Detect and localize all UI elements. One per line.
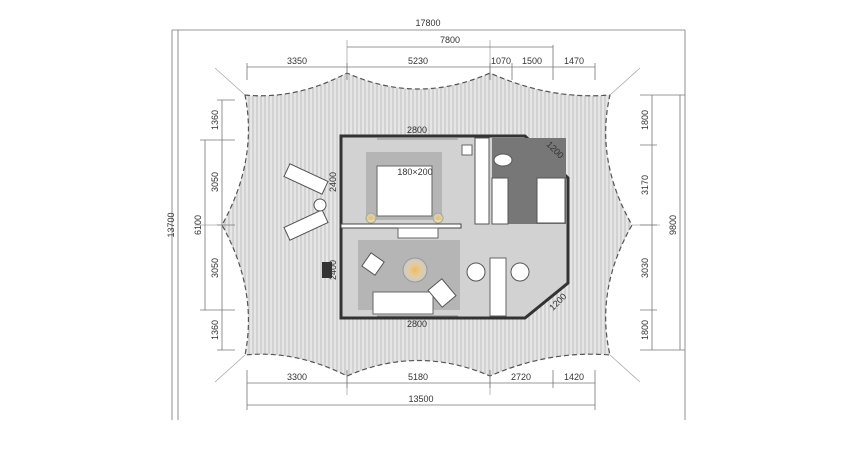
dim-bottom-seg: 5180 [408, 372, 428, 382]
dim-right-seg: 3170 [640, 175, 650, 195]
dim-bottom-seg: 1420 [564, 372, 584, 382]
dim-left-mid: 6100 [193, 215, 203, 235]
dim-left-seg: 3050 [210, 172, 220, 192]
guy-lines [195, 40, 660, 395]
dim-top-seg: 1070 [491, 56, 511, 66]
dim-right-seg: 3030 [640, 258, 650, 278]
dim-bottom-overall: 13500 [408, 394, 433, 404]
bedroom-wall [340, 223, 462, 229]
dim-left-overall: 13700 [166, 212, 176, 237]
floor-lamp [402, 257, 428, 283]
lounge-chair [427, 278, 457, 308]
bed-size-label: 180×200 [397, 167, 432, 177]
dim-left-seg: 1360 [210, 110, 220, 130]
dim-left-seg: 3050 [210, 258, 220, 278]
dim-right-seg: 1800 [640, 110, 650, 130]
dim-top-overall: 17800 [415, 18, 440, 28]
lounge-chairs [283, 163, 329, 241]
wardrobe [474, 137, 490, 225]
counter [489, 257, 507, 317]
dim-top-seg: 1500 [522, 56, 542, 66]
dim-right-overall: 9800 [668, 215, 678, 235]
dim-bottom-seg: 3300 [287, 372, 307, 382]
dim-left-seg: 1360 [210, 320, 220, 340]
dim-right-seg: 1800 [640, 320, 650, 340]
dim-top-seg: 3350 [287, 56, 307, 66]
door-mat [322, 262, 332, 278]
dim-room-bottom: 2800 [407, 319, 427, 329]
dim-room-left-upper: 2400 [328, 172, 338, 192]
shower [536, 177, 566, 224]
dim-bottom-seg: 2720 [511, 372, 531, 382]
dim-top-seg: 5230 [408, 56, 428, 66]
bed [376, 165, 433, 217]
dim-top-seg: 1470 [564, 56, 584, 66]
sofa [372, 291, 434, 315]
dim-room-top: 2800 [407, 125, 427, 135]
tv-unit [397, 227, 439, 239]
dim-top-mid: 7800 [440, 35, 460, 45]
toilet [493, 153, 513, 167]
armchair [361, 252, 385, 276]
dim-room-left-lower: 2400 [328, 260, 338, 280]
vanity [491, 177, 509, 225]
